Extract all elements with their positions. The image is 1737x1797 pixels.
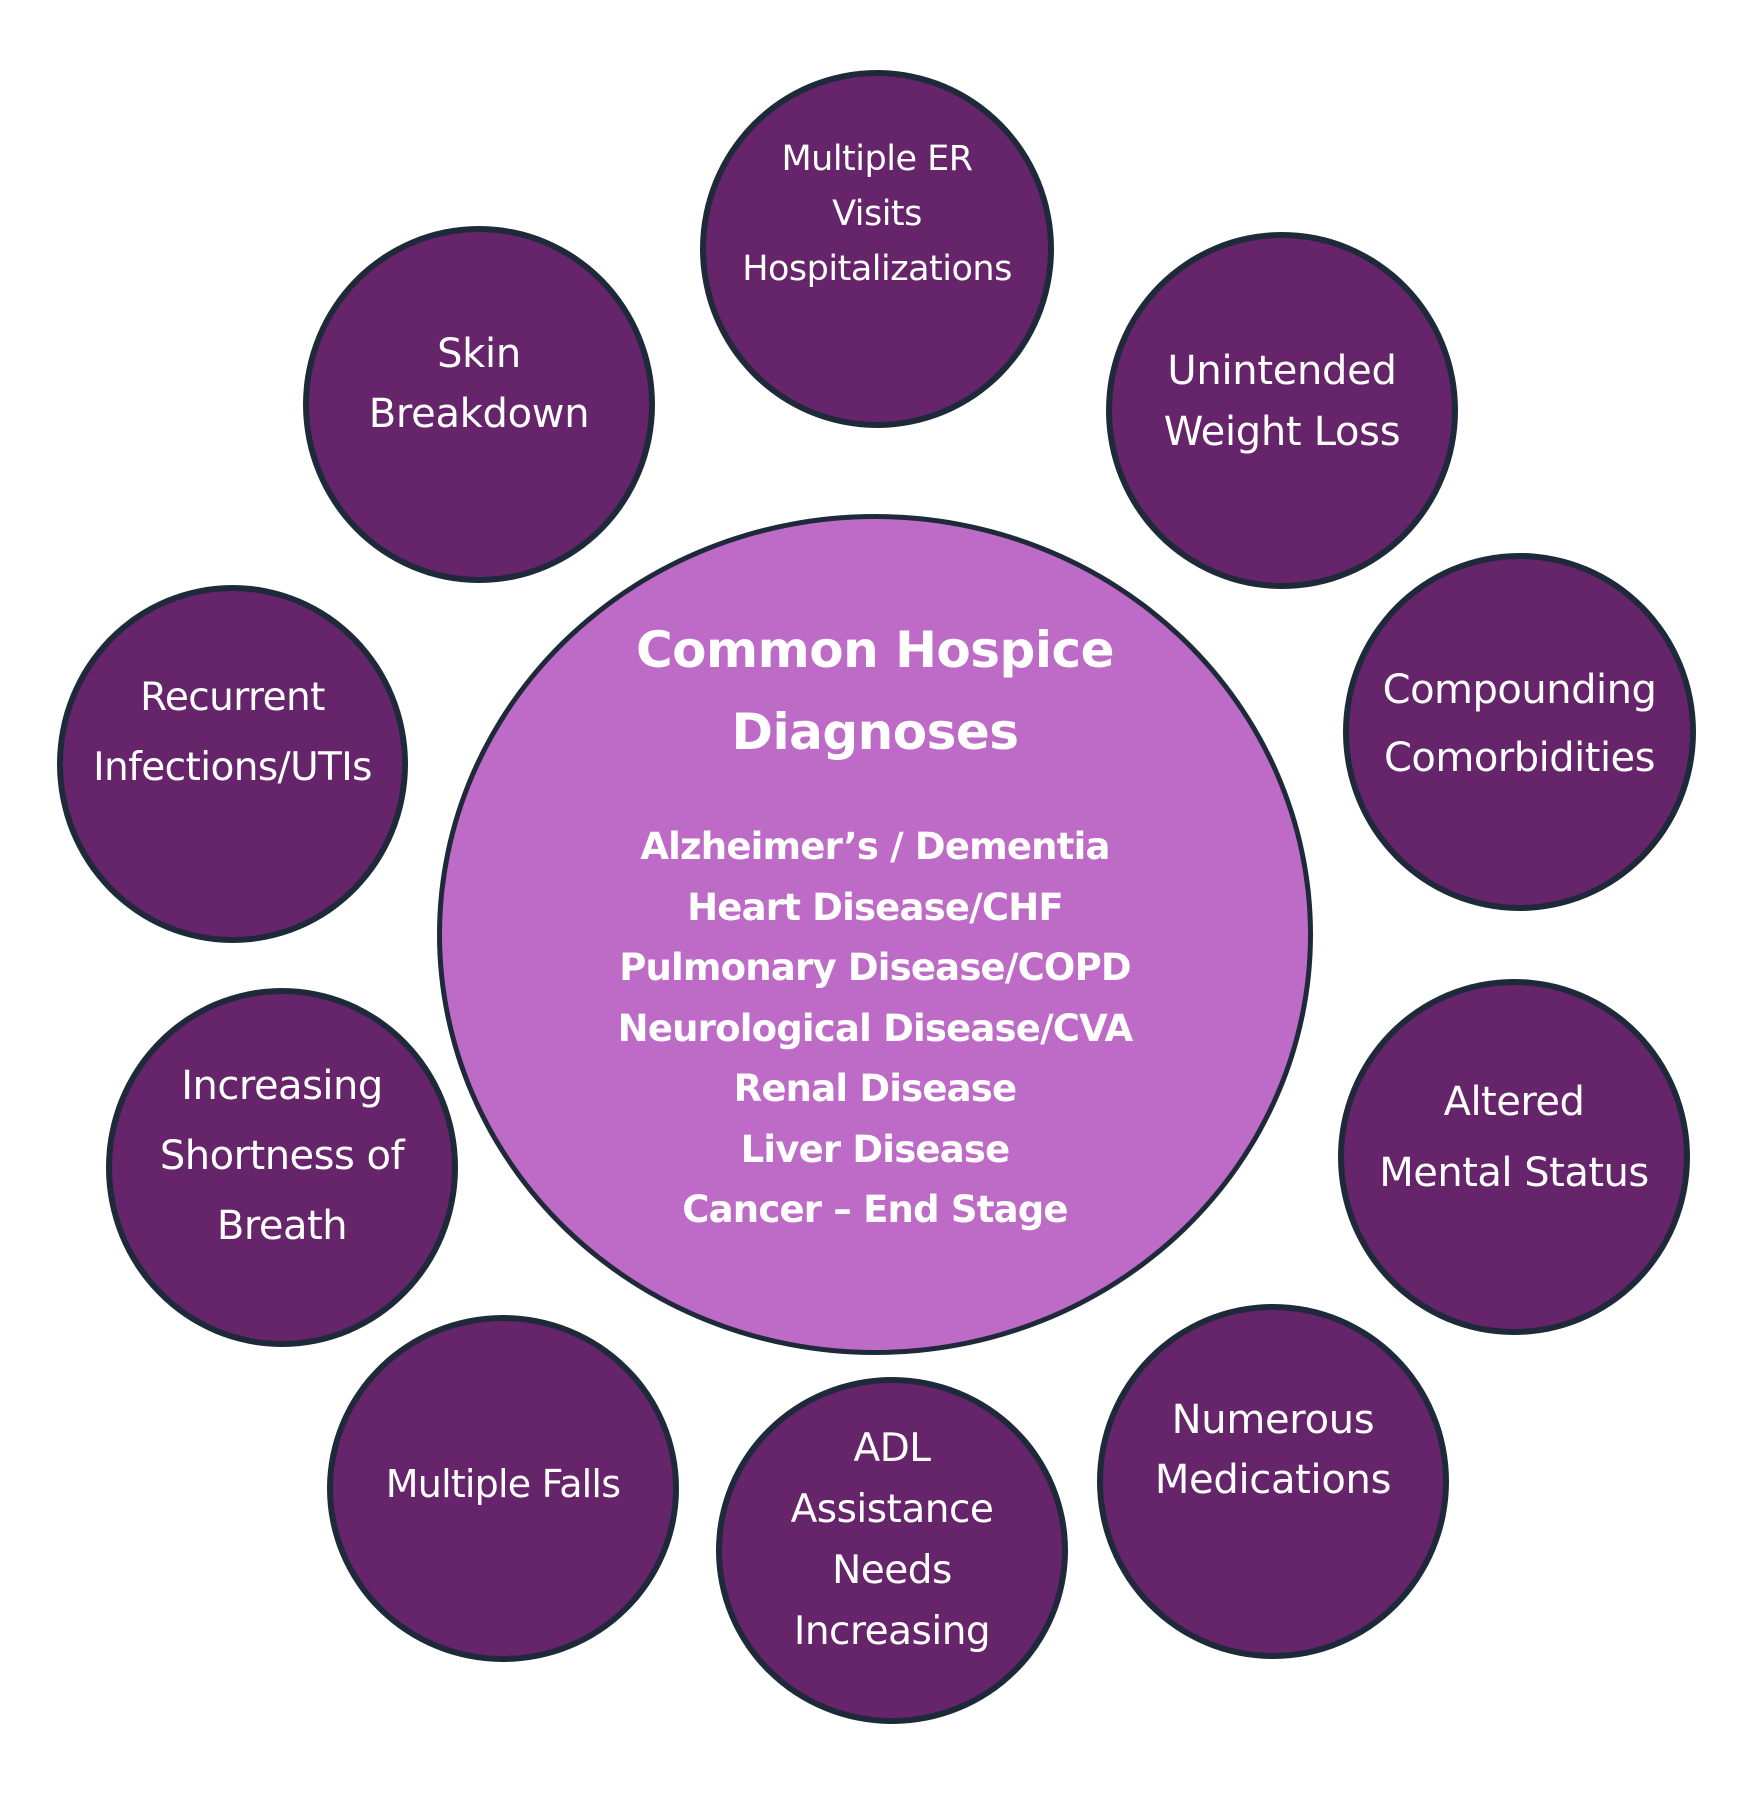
center-title-line: Diagnoses — [731, 703, 1019, 761]
indicator-label-line: Mental Status — [1379, 1150, 1649, 1196]
indicator-label-line: Weight Loss — [1163, 409, 1401, 455]
indicator-weight-loss: Unintended Weight Loss — [1106, 232, 1458, 589]
indicator-medications: Numerous Medications — [1097, 1304, 1449, 1659]
indicator-label-line: Increasing — [793, 1609, 991, 1654]
indicator-label-line: Unintended — [1167, 348, 1397, 394]
indicator-label-line: Assistance — [790, 1487, 994, 1532]
indicator-label-line: Multiple Falls — [385, 1462, 621, 1506]
diagnosis-item: Pulmonary Disease/COPD — [619, 946, 1131, 989]
indicator-label-line: Increasing — [181, 1063, 383, 1109]
diagnoses-list: Alzheimer’s / Dementia Heart Disease/CHF… — [442, 817, 1308, 1241]
indicator-label-line: Recurrent — [140, 675, 325, 720]
center-diagnoses-ellipse: Common Hospice Diagnoses Alzheimer’s / D… — [437, 514, 1313, 1355]
diagnosis-item: Heart Disease/CHF — [687, 885, 1064, 929]
indicator-label-line: Hospitalizations — [742, 249, 1012, 289]
indicator-label-line: Compounding — [1382, 667, 1657, 713]
indicator-comorbidities: Compounding Comorbidities — [1343, 553, 1696, 911]
indicator-label-line: Breath — [216, 1203, 348, 1249]
diagnosis-item: Cancer – End Stage — [682, 1188, 1068, 1231]
indicator-label-line: Skin — [437, 331, 521, 377]
indicator-er-visits: Multiple ER Visits Hospitalizations — [700, 70, 1054, 428]
indicator-label-line: Altered — [1443, 1079, 1585, 1125]
indicator-falls: Multiple Falls — [327, 1315, 679, 1662]
diagnosis-item: Liver Disease — [740, 1127, 1011, 1171]
indicator-label-line: Shortness of — [159, 1133, 405, 1179]
indicator-label-line: Needs — [832, 1548, 952, 1593]
indicator-label-line: Medications — [1154, 1457, 1392, 1503]
indicator-label-line: Breakdown — [368, 391, 590, 437]
indicator-label-line: Numerous — [1171, 1397, 1375, 1443]
indicator-label-line: ADL — [853, 1426, 931, 1471]
center-title: Common Hospice Diagnoses — [442, 609, 1308, 773]
indicator-infections: Recurrent Infections/UTIs — [57, 585, 408, 943]
indicator-adl: ADL Assistance Needs Increasing — [716, 1377, 1068, 1724]
indicator-skin: Skin Breakdown — [303, 226, 655, 583]
indicator-label-line: Visits — [832, 194, 922, 234]
indicator-label-line: Comorbidities — [1383, 735, 1656, 781]
center-title-line: Common Hospice — [635, 621, 1115, 679]
indicator-label-line: Infections/UTIs — [93, 745, 372, 790]
diagnosis-item: Alzheimer’s / Dementia — [640, 825, 1110, 868]
diagnosis-item: Neurological Disease/CVA — [617, 1006, 1133, 1050]
indicator-mental-status: Altered Mental Status — [1338, 979, 1690, 1335]
indicator-shortness-of-breath: Increasing Shortness of Breath — [106, 988, 458, 1347]
indicator-label-line: Multiple ER — [781, 139, 973, 179]
diagnosis-item: Renal Disease — [733, 1067, 1017, 1110]
